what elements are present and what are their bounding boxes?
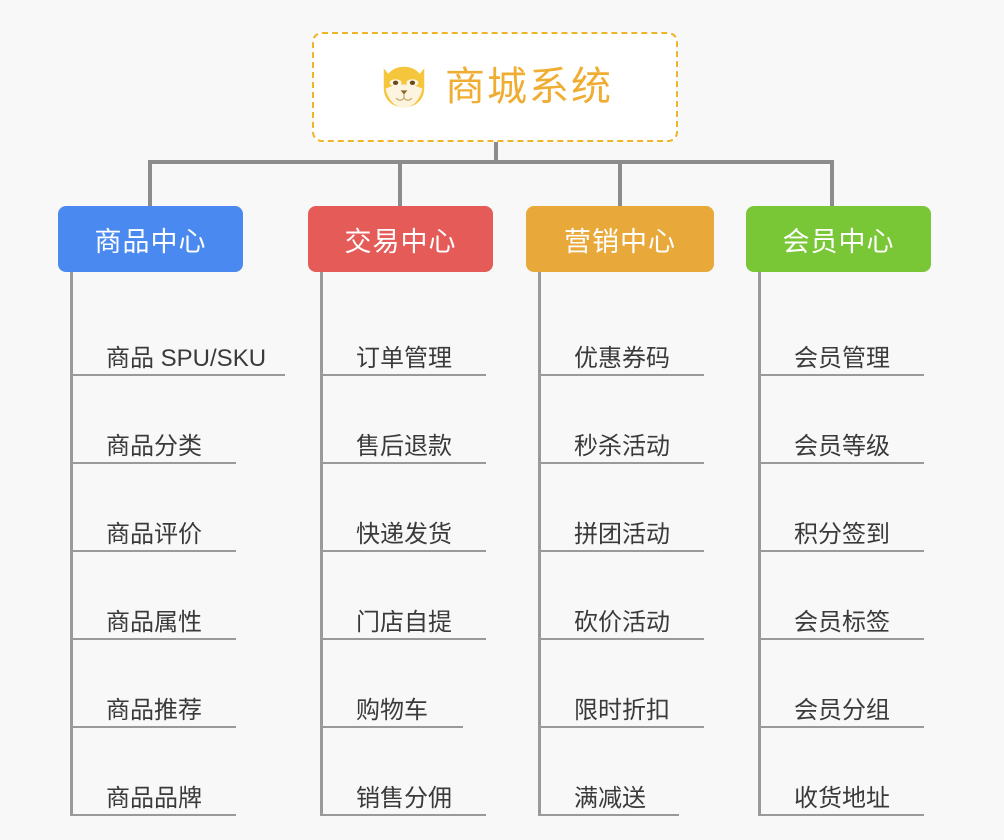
- leaf-list-member-center: 会员管理 会员等级 积分签到 会员标签 会员分组 收货地址: [758, 272, 970, 816]
- leaf-label: 优惠券码: [574, 344, 670, 372]
- connector-drop-product-center: [148, 160, 152, 206]
- leaf-item[interactable]: 商品 SPU/SKU: [73, 288, 285, 376]
- leaf-label: 销售分佣: [356, 784, 452, 812]
- category-header-trade-center[interactable]: 交易中心: [308, 206, 493, 272]
- leaf-item[interactable]: 拼团活动: [541, 464, 704, 552]
- connector-drop-marketing-center: [618, 160, 622, 206]
- leaf-item[interactable]: 会员分组: [761, 640, 924, 728]
- leaf-label: 商品 SPU/SKU: [106, 344, 267, 372]
- leaf-label: 商品评价: [106, 520, 202, 548]
- leaf-label: 商品分类: [106, 432, 202, 460]
- category-header-marketing-center[interactable]: 营销中心: [526, 206, 714, 272]
- category-label: 交易中心: [344, 226, 457, 257]
- leaf-label: 门店自提: [356, 608, 452, 636]
- leaf-label: 限时折扣: [574, 696, 670, 724]
- leaf-label: 售后退款: [356, 432, 452, 460]
- leaf-item[interactable]: 商品评价: [73, 464, 236, 552]
- category-header-product-center[interactable]: 商品中心: [58, 206, 243, 272]
- root-title: 商城系统: [445, 65, 613, 109]
- branch-product-center: 商品中心 商品 SPU/SKU 商品分类 商品评价 商品属性 商品推荐 商品品牌: [58, 206, 285, 816]
- category-label: 会员中心: [782, 226, 895, 257]
- leaf-label: 商品推荐: [106, 696, 202, 724]
- leaf-list-trade-center: 订单管理 售后退款 快递发货 门店自提 购物车 销售分佣: [320, 272, 532, 816]
- root-node[interactable]: 商城系统: [312, 32, 678, 142]
- leaf-item[interactable]: 砍价活动: [541, 552, 704, 640]
- leaf-list-marketing-center: 优惠券码 秒杀活动 拼团活动 砍价活动 限时折扣 满减送: [538, 272, 750, 816]
- connector-root-stem: [494, 142, 498, 162]
- leaf-label: 秒杀活动: [574, 432, 670, 460]
- leaf-label: 会员标签: [794, 608, 890, 636]
- leaf-item[interactable]: 限时折扣: [541, 640, 704, 728]
- leaf-item[interactable]: 商品推荐: [73, 640, 236, 728]
- leaf-item[interactable]: 订单管理: [323, 288, 486, 376]
- connector-drop-member-center: [830, 160, 834, 206]
- leaf-label: 快递发货: [356, 520, 452, 548]
- category-label: 商品中心: [94, 226, 207, 257]
- leaf-label: 购物车: [356, 696, 428, 724]
- leaf-label: 砍价活动: [574, 608, 670, 636]
- leaf-item[interactable]: 收货地址: [761, 728, 924, 816]
- leaf-label: 收货地址: [794, 784, 890, 812]
- leaf-label: 会员等级: [794, 432, 890, 460]
- leaf-label: 积分签到: [794, 520, 890, 548]
- leaf-item[interactable]: 销售分佣: [323, 728, 486, 816]
- leaf-label: 商品属性: [106, 608, 202, 636]
- leaf-item[interactable]: 满减送: [541, 728, 679, 816]
- leaf-item[interactable]: 会员管理: [761, 288, 924, 376]
- leaf-item[interactable]: 快递发货: [323, 464, 486, 552]
- leaf-label: 拼团活动: [574, 520, 670, 548]
- branch-marketing-center: 营销中心 优惠券码 秒杀活动 拼团活动 砍价活动 限时折扣 满减送: [526, 206, 750, 816]
- leaf-item[interactable]: 会员等级: [761, 376, 924, 464]
- connector-horizontal-bus: [148, 160, 834, 164]
- leaf-item[interactable]: 积分签到: [761, 464, 924, 552]
- leaf-item[interactable]: 商品分类: [73, 376, 236, 464]
- category-header-member-center[interactable]: 会员中心: [746, 206, 931, 272]
- leaf-item[interactable]: 会员标签: [761, 552, 924, 640]
- branch-member-center: 会员中心 会员管理 会员等级 积分签到 会员标签 会员分组 收货地址: [746, 206, 970, 816]
- leaf-item[interactable]: 购物车: [323, 640, 463, 728]
- leaf-item[interactable]: 商品属性: [73, 552, 236, 640]
- leaf-label: 会员管理: [794, 344, 890, 372]
- leaf-list-product-center: 商品 SPU/SKU 商品分类 商品评价 商品属性 商品推荐 商品品牌: [70, 272, 285, 816]
- leaf-item[interactable]: 售后退款: [323, 376, 486, 464]
- leaf-item[interactable]: 商品品牌: [73, 728, 236, 816]
- leaf-item[interactable]: 秒杀活动: [541, 376, 704, 464]
- leaf-label: 满减送: [574, 784, 646, 812]
- leaf-label: 会员分组: [794, 696, 890, 724]
- shiba-dog-face-icon: [383, 66, 425, 108]
- connector-drop-trade-center: [398, 160, 402, 206]
- leaf-item[interactable]: 门店自提: [323, 552, 486, 640]
- category-label: 营销中心: [564, 226, 676, 257]
- leaf-item[interactable]: 优惠券码: [541, 288, 704, 376]
- leaf-label: 订单管理: [356, 344, 452, 372]
- branch-trade-center: 交易中心 订单管理 售后退款 快递发货 门店自提 购物车 销售分佣: [308, 206, 532, 816]
- leaf-label: 商品品牌: [106, 784, 202, 812]
